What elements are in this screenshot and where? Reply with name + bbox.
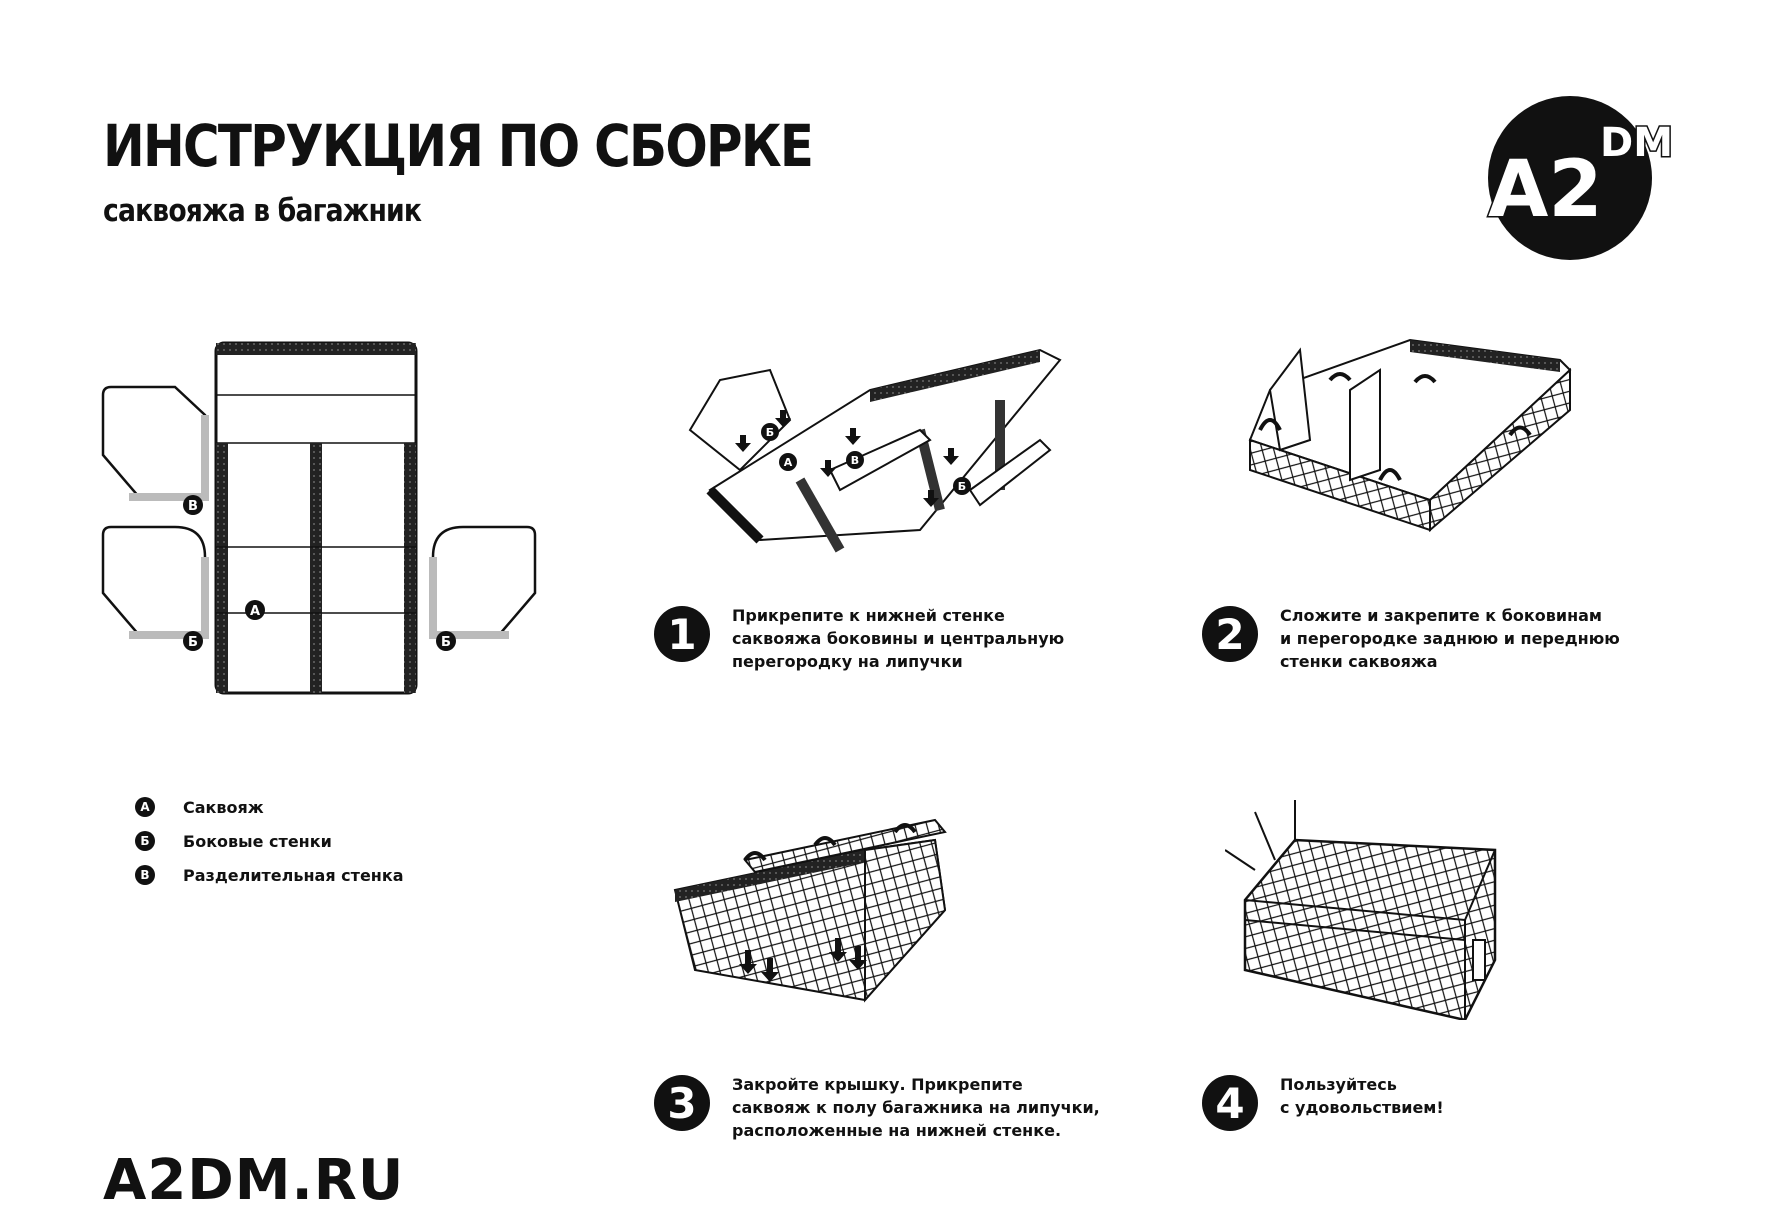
parts-diagram: В Б Б А	[101, 341, 537, 695]
side-panel-right	[431, 525, 537, 637]
brand-logo: A2 DM	[1487, 96, 1675, 260]
step-text: Прикрепите к нижней стенке саквояжа боко…	[732, 606, 1065, 671]
legend-item: Б Боковые стенки	[135, 824, 404, 858]
legend-label: Разделительная стенка	[183, 865, 404, 885]
step-text: Пользуйтесь с удовольствием!	[1280, 1075, 1444, 1117]
step1-marker-b: Б	[761, 423, 779, 441]
step-4: 4 Пользуйтесь с удовольствием!	[1202, 1073, 1444, 1131]
legend-item: В Разделительная стенка	[135, 858, 404, 892]
svg-text:В: В	[188, 499, 198, 514]
step2-illustration	[1248, 338, 1572, 533]
svg-text:Б: Б	[441, 635, 451, 650]
sparkle-lines	[1225, 800, 1296, 871]
marker-b-left: Б	[183, 631, 203, 651]
step1-marker-b2: Б	[953, 477, 971, 495]
base-top-strip	[216, 343, 416, 355]
page-title: ИНСТРУКЦИЯ ПО СБОРКЕ	[103, 112, 814, 180]
svg-text:А: А	[250, 604, 260, 619]
step1-marker-v: В	[846, 451, 864, 469]
website-link[interactable]: A2DM.RU	[103, 1148, 405, 1213]
step-number-badge: 2	[1202, 606, 1258, 662]
legend-item: А Саквояж	[135, 790, 404, 824]
legend-label: Боковые стенки	[183, 831, 332, 851]
legend: А Саквояж Б Боковые стенки В Разделитель…	[135, 790, 404, 892]
legend-mark: В	[135, 865, 155, 885]
divider-panel	[101, 385, 207, 499]
logo-circle	[1488, 96, 1652, 260]
svg-text:Б: Б	[766, 426, 774, 439]
step-text: Закройте крышку. Прикрепите саквояж к по…	[732, 1075, 1100, 1140]
step-number-badge: 1	[654, 606, 710, 662]
marker-v: В	[183, 495, 203, 515]
marker-b-right: Б	[436, 631, 456, 651]
step-2: 2 Сложите и закрепите к боковинам и пере…	[1202, 604, 1620, 673]
svg-text:В: В	[851, 454, 859, 467]
step-text: Сложите и закрепите к боковинам и перего…	[1280, 606, 1620, 671]
svg-text:Б: Б	[958, 480, 966, 493]
step-3: 3 Закройте крышку. Прикрепите саквояж к …	[654, 1073, 1100, 1142]
side-panel-left	[101, 525, 207, 637]
step-1: 1 Прикрепите к нижней стенке саквояжа бо…	[654, 604, 1064, 673]
step4-illustration	[1225, 800, 1497, 1020]
logo-main-text: A2	[1488, 145, 1603, 235]
svg-text:Б: Б	[188, 635, 198, 650]
step1-illustration: А Б В Б	[688, 348, 1062, 553]
marker-a: А	[245, 600, 265, 620]
legend-mark: Б	[135, 831, 155, 851]
step3-illustration	[673, 818, 947, 1003]
base-right-strip	[404, 443, 416, 693]
logo-sup-text: DM	[1600, 120, 1673, 166]
svg-text:А: А	[784, 456, 793, 469]
legend-mark: А	[135, 797, 155, 817]
base-center-strip	[310, 443, 322, 693]
step1-marker-a: А	[779, 453, 797, 471]
base-left-strip	[216, 443, 228, 693]
step-number-badge: 3	[654, 1075, 710, 1131]
legend-label: Саквояж	[183, 797, 264, 817]
page-subtitle: саквояжа в багажник	[103, 193, 422, 229]
step-number-badge: 4	[1202, 1075, 1258, 1131]
